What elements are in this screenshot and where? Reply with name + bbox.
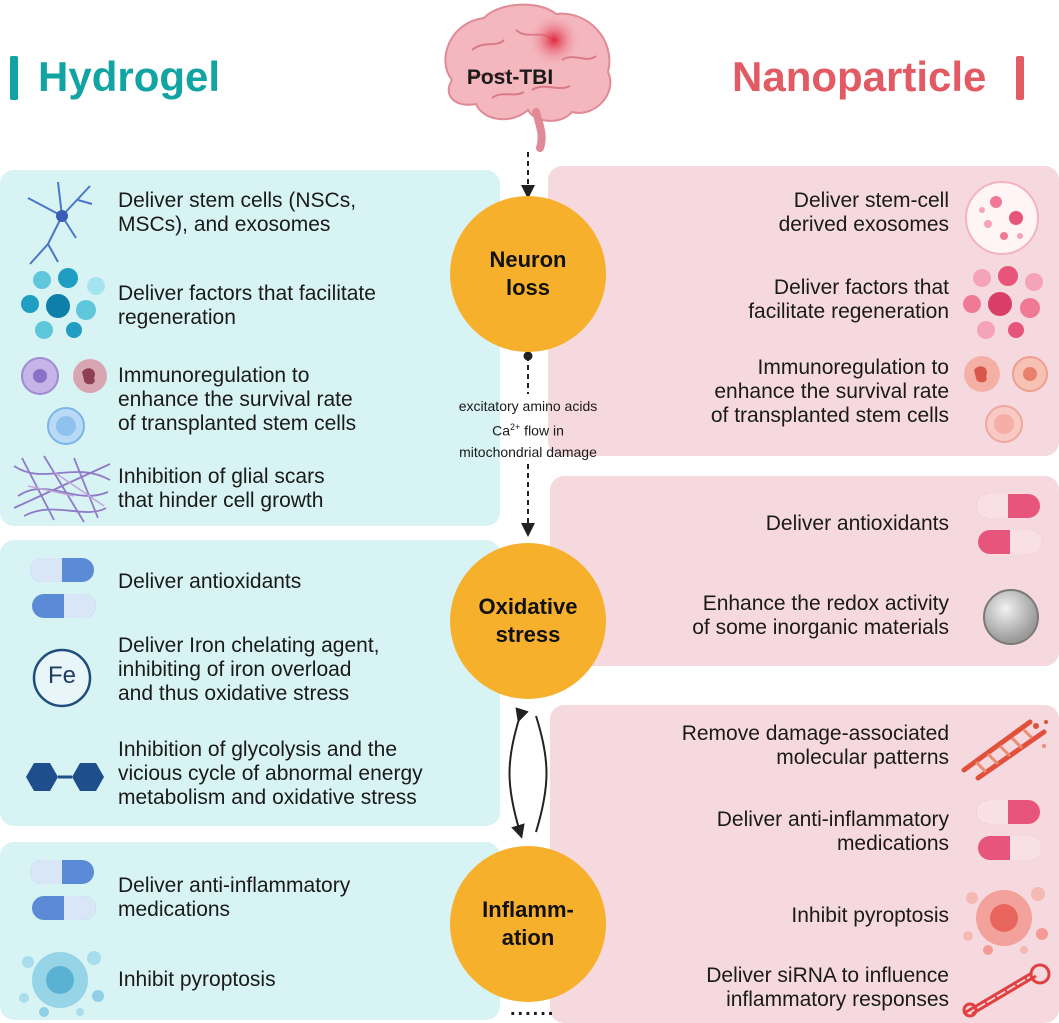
pyroptosis-icon xyxy=(963,887,1048,955)
mechanism-line-3: mitochondrial damage xyxy=(459,443,597,460)
nanoparticle-header: Nanoparticle xyxy=(732,53,987,100)
nanoparticle-item-redox: Enhance the redox activity of some inorg… xyxy=(692,592,949,639)
nanoparticle-item-exosomes: Deliver stem-cell derived exosomes xyxy=(778,189,949,236)
nanoparticle-item-regeneration-factors: Deliver factors that facilitate regenera… xyxy=(748,276,949,323)
nanoparticle-item-antioxidants: Deliver antioxidants xyxy=(765,512,949,535)
immune-cells-icon xyxy=(964,356,1048,443)
hydrogel-item-anti-inflammatory: Deliver anti-inflammatory medications xyxy=(118,874,351,921)
nanoparticle-item-immunoregulation: Immunoregulation to enhance the survival… xyxy=(710,356,949,427)
exosome-icon xyxy=(965,181,1039,255)
hydrogel-neuron-loss-panel xyxy=(0,170,500,526)
hydrogel-item-stem-cells: Deliver stem cells (NSCs, MSCs), and exo… xyxy=(118,189,357,236)
fiber-mesh-icon xyxy=(13,455,111,523)
capsule-icon xyxy=(976,494,1042,554)
capsule-icon xyxy=(30,558,96,618)
brain-icon xyxy=(444,3,612,152)
brain-label: Post-TBI xyxy=(466,66,554,89)
nanoparticle-inflammation-panel xyxy=(550,705,1059,1023)
node-neuron-loss: Neuron loss xyxy=(450,196,606,352)
mechanism-line-1: excitatory amino acids xyxy=(458,398,598,414)
iron-icon xyxy=(32,648,92,708)
capsule-icon xyxy=(30,860,96,920)
nanoparticle-oxidative-panel xyxy=(550,476,1059,666)
iron-icon-label: Fe xyxy=(47,662,76,689)
mechanism-note: excitatory amino acids Ca2+ flow in mito… xyxy=(443,396,613,463)
hydrogel-item-immunoregulation: Immunoregulation to enhance the survival… xyxy=(118,364,357,435)
hydrogel-item-glycolysis: Inhibition of glycolysis and the vicious… xyxy=(118,738,423,809)
hydrogel-item-antioxidants: Deliver antioxidants xyxy=(118,570,302,593)
immune-cells-icon xyxy=(21,357,107,445)
hydrogel-item-glial-scars: Inhibition of glial scars that hinder ce… xyxy=(118,465,325,512)
nanoparticle-header-bar xyxy=(1016,56,1024,100)
pink-spheres-icon xyxy=(963,266,1043,339)
hydrogel-header: Hydrogel xyxy=(38,53,221,100)
sphere-icon xyxy=(983,589,1039,645)
nanoparticle-item-pyroptosis: Inhibit pyroptosis xyxy=(791,904,949,927)
blue-spheres-icon xyxy=(21,268,105,339)
hexagon-chain-icon xyxy=(26,763,104,791)
mechanism-line-2: Ca2+ flow in xyxy=(492,422,564,439)
nanoparticle-item-anti-inflammatory: Deliver anti-inflammatory medications xyxy=(716,808,949,855)
capsule-icon xyxy=(976,800,1042,860)
pyroptosis-icon xyxy=(19,951,104,1017)
node-oxidative-stress: Oxidative stress xyxy=(450,543,606,699)
hydrogel-item-pyroptosis: Inhibit pyroptosis xyxy=(118,968,276,991)
node-inflammation: Inflamm- ation xyxy=(450,846,606,1002)
hydrogel-item-iron-chelating: Deliver Iron chelating agent, inhibiting… xyxy=(118,634,380,705)
hydrogel-item-regeneration-factors: Deliver factors that facilitate regenera… xyxy=(118,282,376,329)
neuron-icon xyxy=(27,181,93,265)
dna-icon xyxy=(961,719,1048,781)
nanoparticle-item-sirna: Deliver siRNA to influence inflammatory … xyxy=(706,964,949,1011)
nanoparticle-item-dampi: Remove damage-associated molecular patte… xyxy=(681,722,949,769)
ellipsis: ...... xyxy=(510,998,556,1020)
hydrogel-header-bar xyxy=(10,56,18,100)
sirna-icon xyxy=(962,963,1051,1018)
